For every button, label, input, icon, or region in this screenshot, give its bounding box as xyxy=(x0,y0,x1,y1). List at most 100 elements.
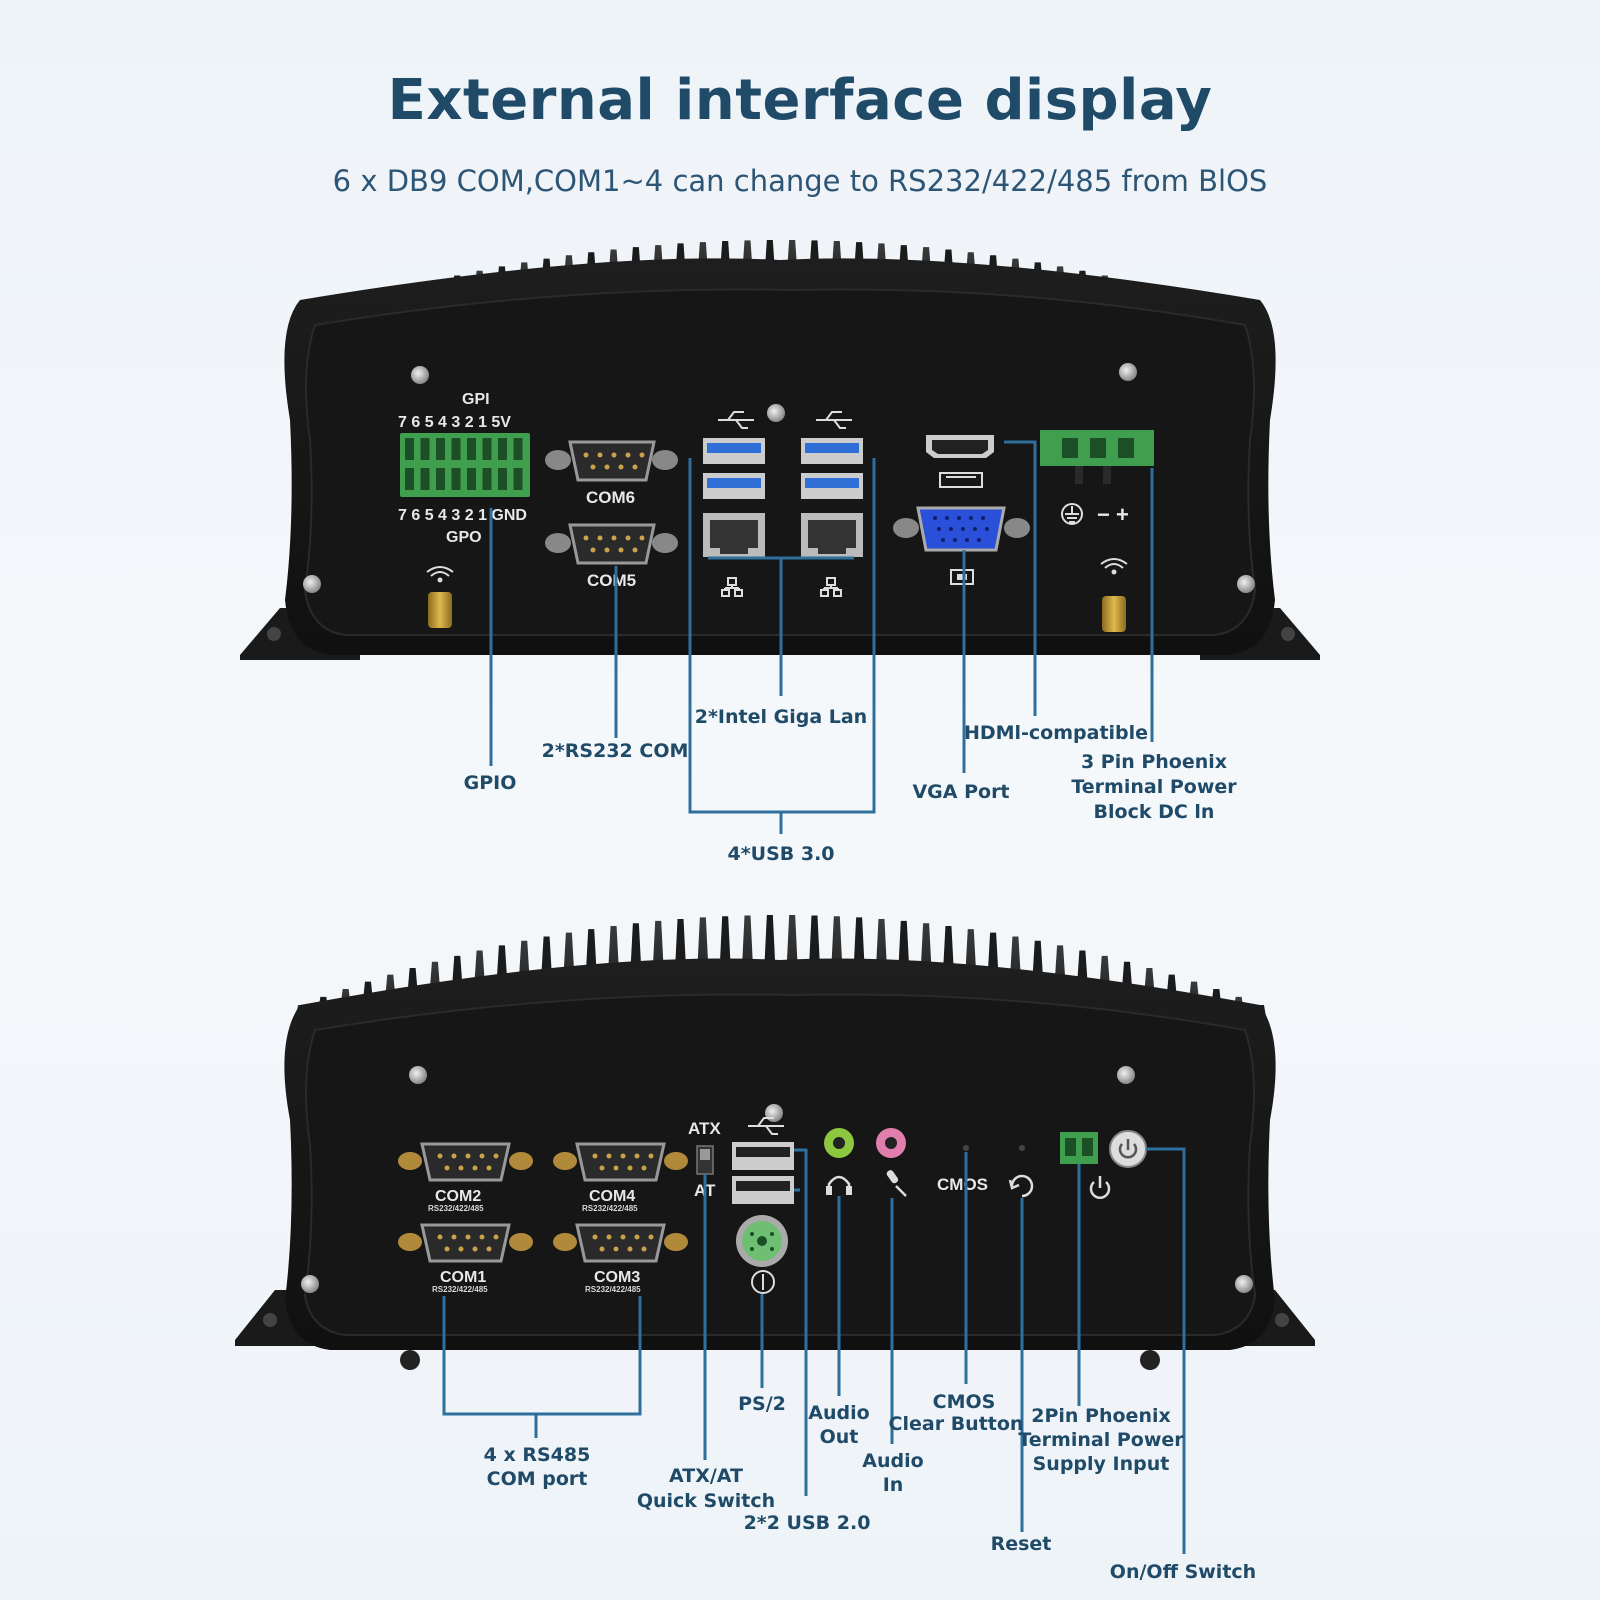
phoenix-2pin-terminal xyxy=(1060,1132,1098,1164)
ground-icon xyxy=(1061,503,1083,525)
monitor-icon xyxy=(950,569,974,585)
wifi-icon xyxy=(426,566,454,583)
cmos-label: CMOS xyxy=(937,1175,988,1194)
usb2-port xyxy=(732,1142,794,1170)
gpi-pin-labels: 7 6 5 4 3 2 1 5V xyxy=(398,414,511,431)
callout-usb3: 4*USB 3.0 xyxy=(727,843,834,865)
callout-onoff: On/Off Switch xyxy=(1110,1561,1256,1583)
usb3-port xyxy=(703,473,765,499)
usb-icon xyxy=(748,1117,784,1135)
screw-icon xyxy=(301,1275,319,1293)
callout-lan: 2*Intel Giga Lan xyxy=(695,706,867,728)
usb3-port xyxy=(801,438,863,464)
reset-icon xyxy=(1008,1174,1034,1198)
screw-icon xyxy=(1237,575,1255,593)
power-polarity-label: − + xyxy=(1097,502,1129,527)
gpi-label: GPI xyxy=(462,391,490,408)
keyboard-mouse-icon xyxy=(751,1270,775,1294)
com3-port xyxy=(553,1223,688,1263)
gpio-terminal-block xyxy=(400,433,530,497)
antenna-connector-right xyxy=(1102,596,1126,632)
screw-icon xyxy=(1117,1066,1135,1084)
callout-rs485-line2: COM port xyxy=(487,1468,588,1490)
antenna-connector-left xyxy=(428,592,452,628)
gpo-pin-labels: 7 6 5 4 3 2 1 GND xyxy=(398,507,527,524)
com4-label: COM4 xyxy=(589,1188,635,1205)
cmos-clear-button[interactable] xyxy=(963,1145,969,1151)
callout-usb2: 2*2 USB 2.0 xyxy=(744,1512,871,1534)
microphone-icon xyxy=(886,1170,907,1197)
front-leader-lines xyxy=(489,440,1154,834)
callout-gpio: GPIO xyxy=(464,772,517,794)
com6-port xyxy=(545,440,678,482)
com3-label: COM3 xyxy=(594,1269,640,1286)
com4-sub-label: RS232/422/485 xyxy=(582,1204,638,1213)
hdmi-icon xyxy=(939,472,983,488)
screw-icon xyxy=(767,404,785,422)
com6-label: COM6 xyxy=(586,488,635,507)
phoenix-3pin-terminal xyxy=(1040,430,1154,484)
callout-audio-in-line2: In xyxy=(883,1474,904,1496)
callout-power-3pin-line3: Block DC ln xyxy=(1094,801,1215,823)
callout-audio-in-line1: Audio xyxy=(862,1450,923,1472)
com5-label: COM5 xyxy=(587,571,636,590)
callout-ps2: PS/2 xyxy=(738,1393,786,1415)
callout-cmos-line1: CMOS xyxy=(933,1391,996,1413)
usb-icon xyxy=(718,411,754,429)
com3-sub-label: RS232/422/485 xyxy=(585,1285,641,1294)
callout-atx-line2: Quick Switch xyxy=(637,1490,775,1512)
atx-label: ATX xyxy=(688,1119,721,1138)
callout-atx-line1: ATX/AT xyxy=(669,1465,743,1487)
hdmi-port xyxy=(926,435,994,458)
headphones-icon xyxy=(826,1175,852,1195)
com5-port xyxy=(545,523,678,565)
usb2-port xyxy=(732,1176,794,1204)
callout-power-2pin-line2: Terminal Power xyxy=(1018,1429,1184,1451)
com2-port xyxy=(398,1142,533,1182)
back-unit: COM2 RS232/422/485 COM4 RS232/422/485 CO… xyxy=(235,915,1315,1370)
callout-audio-out-line2: Out xyxy=(820,1426,859,1448)
callout-rs485-line1: 4 x RS485 xyxy=(484,1444,591,1466)
callout-reset: Reset xyxy=(991,1533,1052,1555)
callout-power-2pin-line1: 2Pin Phoenix xyxy=(1031,1405,1171,1427)
callout-power-3pin-line1: 3 Pin Phoenix xyxy=(1081,751,1227,773)
screw-icon xyxy=(1235,1275,1253,1293)
page-title: External interface display xyxy=(387,68,1213,133)
lan-port xyxy=(801,513,863,557)
com2-label: COM2 xyxy=(435,1188,481,1205)
callout-hdmi: HDMl-compatible xyxy=(964,722,1148,744)
screw-icon xyxy=(303,575,321,593)
network-icon xyxy=(820,577,842,597)
vga-port xyxy=(893,506,1030,552)
com2-sub-label: RS232/422/485 xyxy=(428,1204,484,1213)
front-unit: GPI 7 6 5 4 3 2 1 5V 7 6 5 4 3 2 1 GND G… xyxy=(240,240,1320,660)
callout-power-3pin-line2: Terminal Power xyxy=(1071,776,1237,798)
wifi-icon xyxy=(1100,558,1128,575)
screw-icon xyxy=(1119,363,1137,381)
screw-icon xyxy=(409,1066,427,1084)
callout-cmos-line2: Clear Button xyxy=(889,1413,1024,1435)
usb-icon xyxy=(816,411,852,429)
callout-rs232: 2*RS232 COM xyxy=(542,740,689,762)
ps2-port xyxy=(736,1215,788,1267)
audio-in-jack xyxy=(876,1128,906,1158)
callout-vga: VGA Port xyxy=(912,781,1009,803)
com1-sub-label: RS232/422/485 xyxy=(432,1285,488,1294)
audio-out-jack xyxy=(824,1128,854,1158)
lan-port xyxy=(703,513,765,557)
page-subtitle: 6 x DB9 COM,COM1~4 can change to RS232/4… xyxy=(332,164,1268,198)
usb3-port xyxy=(801,473,863,499)
screw-icon xyxy=(765,1104,783,1122)
power-button[interactable] xyxy=(1109,1130,1147,1168)
screw-icon xyxy=(411,366,429,384)
reset-button[interactable] xyxy=(1019,1145,1025,1151)
com1-port xyxy=(398,1223,533,1263)
com1-label: COM1 xyxy=(440,1269,486,1286)
callout-power-2pin-line3: Supply Input xyxy=(1033,1453,1170,1475)
back-leader-lines xyxy=(442,1147,1186,1554)
com4-port xyxy=(553,1142,688,1182)
power-icon xyxy=(1089,1176,1111,1199)
usb3-port xyxy=(703,438,765,464)
gpo-label: GPO xyxy=(446,529,482,546)
